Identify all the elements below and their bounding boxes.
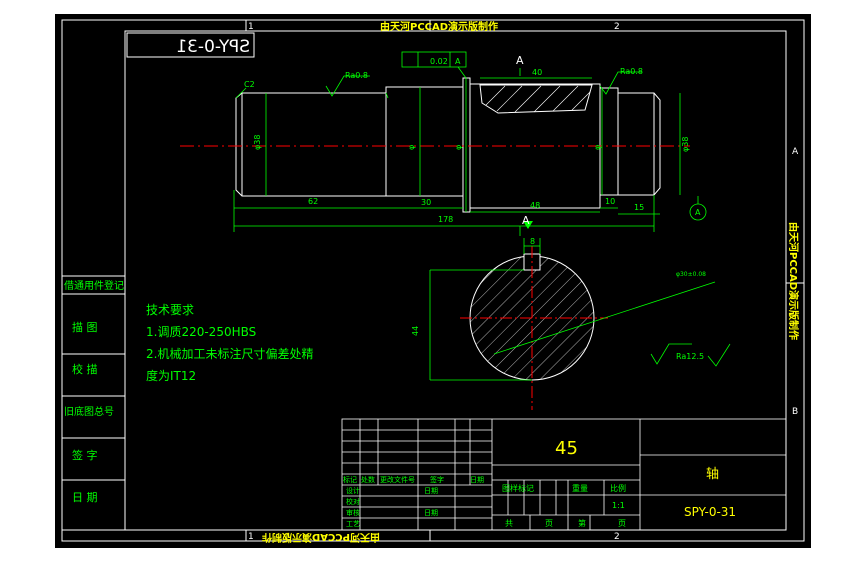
dim-48: 48 bbox=[530, 201, 540, 210]
drawing-code: SPY-0-31 bbox=[684, 505, 736, 519]
left-col-date: 日 期 bbox=[72, 491, 98, 504]
tech-line1: 1.调质220-250HBS bbox=[146, 325, 256, 339]
tech-line2: 2.机械加工未标注尺寸偏差处精 bbox=[146, 346, 313, 361]
title-block bbox=[341, 418, 787, 531]
row-date2: 日期 bbox=[424, 509, 438, 517]
mark-label: 图样标记 bbox=[502, 483, 534, 493]
section-label-bottom: A bbox=[522, 214, 530, 227]
dia-left: φ38 bbox=[253, 135, 262, 150]
tech-requirements: 技术要求 1.调质220-250HBS 2.机械加工未标注尺寸偏差处精 度为IT… bbox=[146, 303, 313, 383]
dim-chamfer: C2 bbox=[244, 80, 255, 89]
header-sign: 签字 bbox=[430, 475, 444, 484]
left-col-sign: 签 字 bbox=[72, 448, 98, 462]
material-value: 45 bbox=[555, 438, 578, 459]
sheets-label: 页 bbox=[545, 519, 553, 528]
section-dimensions bbox=[429, 238, 716, 381]
row-date1: 日期 bbox=[424, 487, 438, 495]
dim-178: 178 bbox=[438, 215, 453, 224]
left-col-borrow: 借通用件登记 bbox=[64, 279, 124, 292]
dim-30: 30 bbox=[421, 198, 431, 207]
section-height-dim: 44 bbox=[411, 326, 420, 336]
header-mark: 标记 bbox=[343, 475, 357, 484]
rough-section: Ra12.5 bbox=[676, 352, 704, 361]
sheet-unit-label: 页 bbox=[618, 519, 626, 528]
watermark-top: 由天河PCCAD演示版制作 bbox=[380, 20, 498, 33]
drawing-sheet bbox=[55, 14, 811, 548]
section-label-top: A bbox=[516, 54, 524, 67]
watermark-bottom: 由天河PCCAD演示版制作 bbox=[262, 531, 380, 544]
scale-label: 比例 bbox=[610, 483, 626, 493]
dim-62: 62 bbox=[308, 197, 318, 206]
zone-bottom-2: 2 bbox=[614, 532, 620, 542]
datum-symbol: A bbox=[695, 208, 701, 217]
dia-mid2: φ bbox=[454, 145, 463, 150]
scale-value: 1:1 bbox=[612, 501, 625, 510]
sheet-no-label: 第 bbox=[578, 518, 586, 528]
watermark-right: 由天河PCCAD演示版制作 bbox=[787, 222, 800, 340]
key-width-dim: 8 bbox=[530, 237, 535, 246]
dia-right: φ38 bbox=[681, 137, 690, 152]
row-design: 设计 bbox=[346, 486, 360, 495]
dia-mid1: φ bbox=[407, 145, 416, 150]
tech-line3: 度为IT12 bbox=[146, 368, 196, 383]
rough-right: Ra0.8 bbox=[620, 67, 643, 76]
zone-top-2: 2 bbox=[614, 22, 620, 32]
dim-40: 40 bbox=[532, 68, 542, 77]
zone-bottom-1: 1 bbox=[248, 532, 254, 542]
tech-title: 技术要求 bbox=[146, 303, 194, 317]
code-box bbox=[126, 32, 255, 58]
tol-value: 0.02 bbox=[430, 57, 448, 66]
section-view bbox=[460, 246, 608, 410]
keyway-hatch bbox=[485, 85, 591, 113]
zone-top-1: 1 bbox=[248, 22, 254, 32]
section-dia-dim: φ30±0.08 bbox=[676, 271, 706, 278]
weight-label: 重量 bbox=[572, 483, 588, 493]
shaft-dimensions bbox=[233, 51, 731, 367]
header-count: 处数 bbox=[361, 475, 375, 484]
mirrored-code: SPY-0-31 bbox=[176, 37, 250, 57]
zone-right-b: B bbox=[792, 407, 798, 417]
left-col-check: 校 描 bbox=[72, 362, 98, 376]
rough-left: Ra0.8 bbox=[345, 71, 368, 80]
dia-mid3: φ bbox=[593, 145, 602, 150]
header-change: 更改文件号 bbox=[380, 475, 415, 484]
shaft-outline bbox=[235, 77, 661, 213]
row-review: 审核 bbox=[346, 508, 360, 517]
shaft-dim-texts: 62 30 178 48 10 15 40 C2 Ra0.8 Ra0.8 0.0… bbox=[244, 57, 704, 361]
zone-right-a: A bbox=[792, 147, 799, 157]
dim-10: 10 bbox=[605, 197, 615, 206]
row-check: 校对 bbox=[346, 497, 360, 506]
left-column bbox=[61, 275, 126, 531]
row-process: 工艺 bbox=[346, 520, 360, 528]
dim-15: 15 bbox=[634, 203, 644, 212]
left-col-trace: 描 图 bbox=[72, 320, 98, 334]
left-col-old-no: 旧底图总号 bbox=[64, 405, 114, 418]
header-date: 日期 bbox=[470, 476, 484, 484]
total-label: 共 bbox=[505, 519, 513, 528]
part-name: 轴 bbox=[706, 467, 719, 482]
tol-datum: A bbox=[455, 57, 461, 66]
section-arrow bbox=[523, 221, 533, 229]
diameter-texts: φ38 φ φ φ38 φ bbox=[253, 135, 690, 152]
